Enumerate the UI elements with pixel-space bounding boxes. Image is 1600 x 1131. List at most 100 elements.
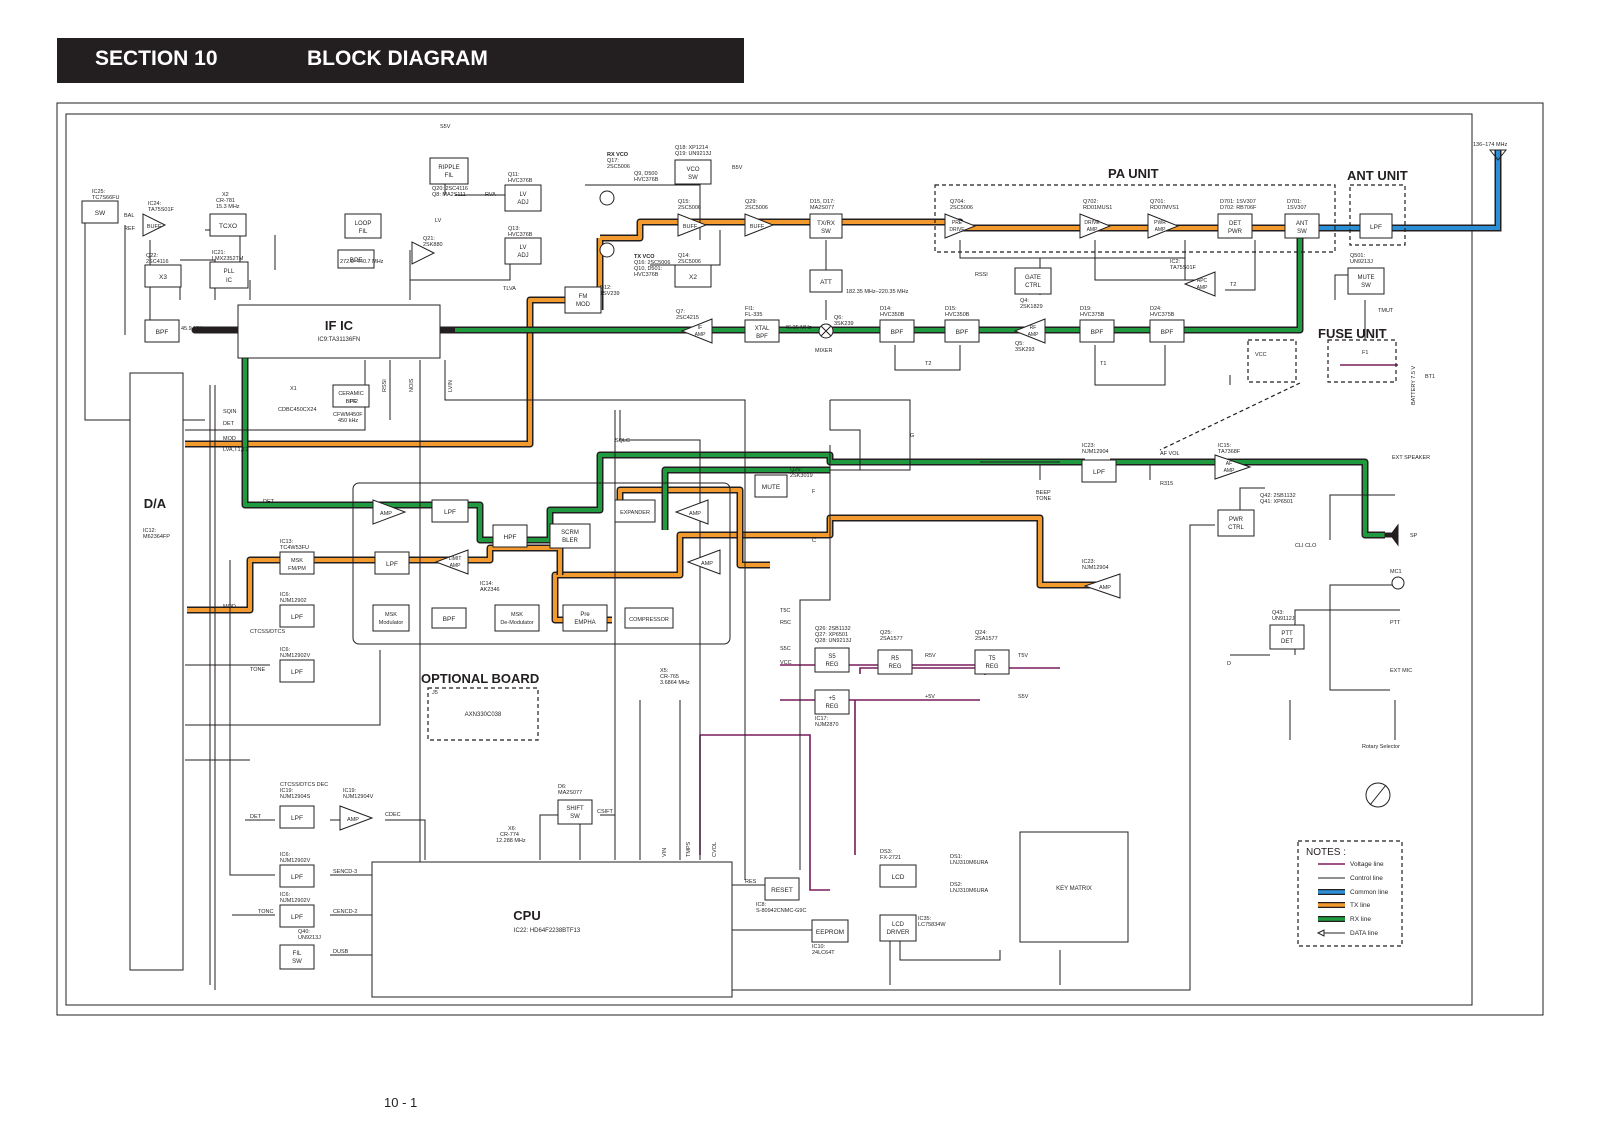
svg-text:NJM12902V: NJM12902V: [280, 858, 311, 864]
svg-text:NJM12902V: NJM12902V: [280, 653, 311, 659]
svg-text:450 kHz: 450 kHz: [338, 418, 358, 424]
svg-text:NJM12902V: NJM12902V: [280, 898, 311, 904]
sig-det1: DET: [223, 421, 235, 427]
block-shiftsw: SHIFT: [566, 806, 584, 812]
svg-text:FL-335: FL-335: [745, 312, 762, 318]
block-mskdemod: MSK: [511, 612, 523, 618]
block-x2: X2: [689, 274, 697, 281]
block-bpf14: BPF: [891, 329, 904, 336]
svg-text:LC75834W: LC75834W: [918, 922, 946, 928]
lbl-ic19b: IC19:: [343, 788, 357, 794]
ant-unit-box: [1349, 184, 1406, 246]
amp-buff-q29: BUFF: [750, 224, 765, 230]
block-gatectrl: GATE: [1025, 275, 1041, 281]
symbols: [599, 149, 1508, 808]
block-preemp: Pre: [580, 612, 590, 618]
tx-vco-symbol: [599, 242, 615, 258]
sig-lvin: LVIN: [448, 380, 454, 392]
svg-text:SW: SW: [1361, 283, 1371, 289]
svg-text:LNJ310M6URA: LNJ310M6URA: [950, 888, 989, 894]
block-tcxo: TCXO: [219, 223, 237, 230]
sig-res: RES: [745, 879, 757, 885]
lbl-q22: Q22:: [146, 253, 158, 259]
block-antsw: ANT: [1296, 221, 1308, 227]
lbl-d6: D6:: [558, 784, 567, 790]
lbl-q5: Q5:: [1015, 341, 1024, 347]
amp-buff-ic24: BUFF: [147, 224, 162, 230]
svg-text:AK2346: AK2346: [480, 587, 500, 593]
sig-p5v: +5V: [925, 694, 935, 700]
sig-d: D: [1227, 661, 1231, 667]
block-lpf-ic6b: LPF: [291, 669, 303, 676]
block-lpf-ic14: LPF: [444, 509, 456, 516]
sig-f: F: [812, 489, 816, 495]
sig-rssi2: RSSI: [382, 379, 388, 392]
lbl-ic8: IC8:: [756, 902, 767, 908]
sig-s5v-top: S5V: [440, 124, 451, 130]
block-lpf-af: LPF: [1093, 469, 1105, 476]
note-rx: RX line: [1350, 916, 1371, 923]
block-mutesw: MUTE: [1358, 275, 1375, 281]
sig-f1: F1: [1362, 350, 1368, 356]
svg-text:DRIVE: DRIVE: [949, 227, 965, 233]
svg-text:1SV239: 1SV239: [600, 291, 620, 297]
section-number: SECTION 10: [95, 47, 218, 70]
block-lpf-ic14b: LPF: [386, 561, 398, 568]
control-wires: [84, 160, 1400, 991]
lbl-q701: Q701:: [1150, 199, 1165, 205]
svg-text:PWR: PWR: [1228, 229, 1243, 235]
amp-if: IF: [698, 325, 702, 331]
svg-text:15.3 MHz: 15.3 MHz: [216, 204, 240, 210]
svg-text:HVC375B: HVC375B: [1080, 312, 1105, 318]
lbl-txvco: TX VCO: [634, 254, 655, 260]
lbl-d701b: D701:: [1287, 199, 1302, 205]
pa-unit-box: [934, 184, 1336, 253]
fuse-dotted-link: [1159, 382, 1301, 451]
svg-text:1SV307: 1SV307: [1287, 205, 1307, 211]
amp-pwr: PWR: [1154, 220, 1166, 226]
block-filsw: FIL: [293, 951, 302, 957]
sig-r5v: R5V: [925, 653, 936, 659]
lbl-ic6c: IC6:: [280, 852, 291, 858]
block-lvadj1: LV: [520, 192, 527, 198]
sig-cshift: CSIFT: [597, 809, 614, 815]
block-mskfmpm: MSK: [291, 558, 303, 564]
svg-text:MA2S077: MA2S077: [810, 205, 834, 211]
svg-text:D702: RB706F: D702: RB706F: [1220, 205, 1257, 211]
lbl-freq4: 45.9 MHz: [181, 326, 205, 332]
lbl-ic14: IC14:: [480, 581, 494, 587]
block-pll: PLL: [224, 269, 235, 275]
sig-dusb: DUSB: [333, 949, 349, 955]
svg-text:FX-2721: FX-2721: [880, 855, 901, 861]
sig-t2b: T2: [1230, 282, 1236, 288]
antenna-icon: [1488, 149, 1508, 161]
mic-icon: [1391, 576, 1405, 590]
lbl-q4: Q4:: [1020, 298, 1029, 304]
lbl-q24: Q24:: [975, 630, 987, 636]
block-s5reg: S5: [828, 654, 836, 660]
amp-limit: LIMIT: [449, 556, 462, 562]
sig-extmic: EXT MIC: [1390, 668, 1412, 674]
svg-text:SW: SW: [1297, 229, 1307, 235]
svg-text:TA75S01F: TA75S01F: [148, 207, 175, 213]
svg-text:RD01MUS1: RD01MUS1: [1083, 205, 1112, 211]
svg-text:TC4W53FU: TC4W53FU: [280, 545, 309, 551]
sig-bal: BAL: [124, 213, 134, 219]
lbl-d15b: D15:: [945, 306, 957, 312]
lbl-q21: Q21:: [423, 236, 435, 242]
lbl-r315: R315: [1160, 481, 1173, 487]
if-ic-title: IF IC: [325, 318, 354, 333]
svg-text:CR-774: CR-774: [500, 832, 519, 838]
amp-ic19: AMP: [347, 817, 359, 823]
block-detpwr: DET: [1229, 221, 1241, 227]
section-header: SECTION 10 BLOCK DIAGRAM: [57, 38, 744, 83]
sig-lva: LVA,T1,T2: [223, 447, 248, 453]
svg-text:HVC376B: HVC376B: [508, 178, 533, 184]
block-reset: RESET: [771, 887, 793, 894]
optional-board-box: [427, 687, 539, 741]
lbl-j5: J5: [432, 690, 438, 696]
lbl-x2: X2: [222, 192, 229, 198]
block-loopfil: LOOP: [355, 221, 372, 227]
lbl-q42: Q42: 2SB1132: [1260, 493, 1296, 499]
lbl-d12: D12:: [600, 285, 612, 291]
